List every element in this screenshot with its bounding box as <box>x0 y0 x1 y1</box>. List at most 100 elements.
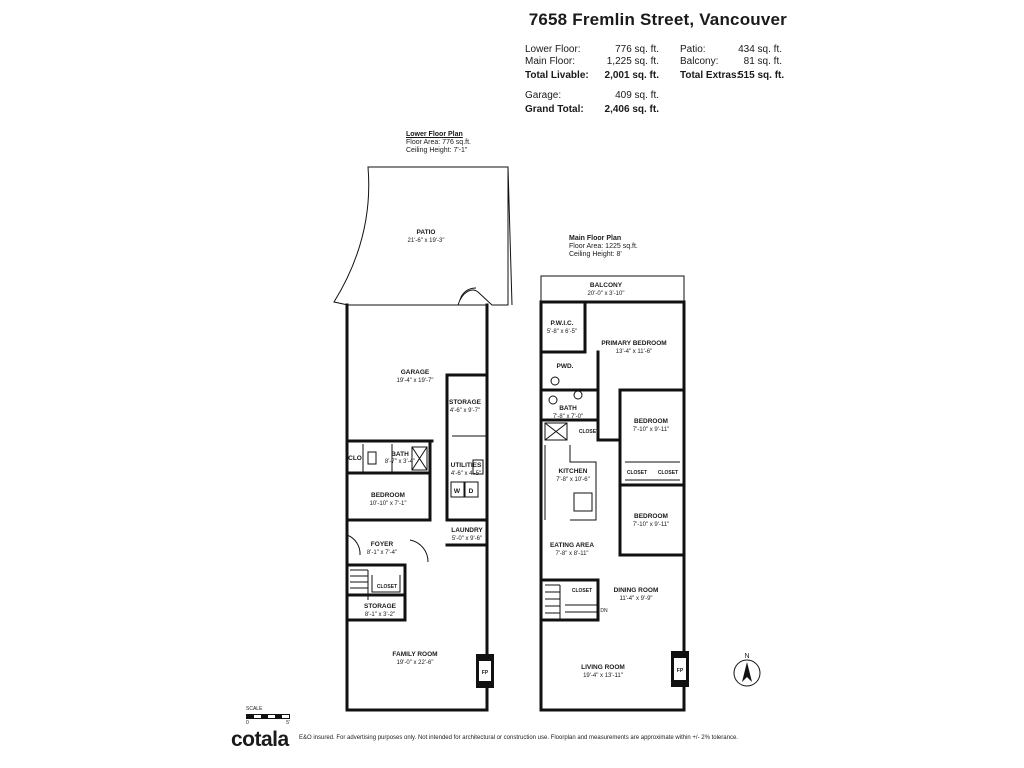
stair-walls <box>539 578 600 622</box>
total-extras-label: Total Extras: <box>680 70 740 81</box>
balcony-outline <box>540 275 685 303</box>
scale-graphic <box>246 714 290 719</box>
bedroom-label: BEDROOM <box>371 492 405 499</box>
patio-label: PATIO <box>417 229 436 236</box>
primary-bedroom-dims: 13'-4" x 11'-6" <box>616 349 652 355</box>
dryer <box>464 481 479 498</box>
lower-outer-walls <box>345 303 489 712</box>
balcony-dims: 20'-0" x 3'-10" <box>588 291 625 297</box>
lower-stairs <box>350 569 369 600</box>
storage-dims: 8'-1" x 3'-2" <box>365 612 395 618</box>
patio-door-swing <box>459 287 477 301</box>
bedroom-closets <box>625 461 680 481</box>
balcony-value: 81 sq. ft. <box>743 56 782 67</box>
bedroom-1-label: BEDROOM <box>634 418 668 425</box>
main-floor-value: 1,225 sq. ft. <box>606 56 659 67</box>
bath-sink-main <box>573 390 583 400</box>
fireplace-lower-inner <box>479 661 491 681</box>
eating-area-label: EATING AREA <box>550 542 594 549</box>
disclaimer-text: E&O insured. For advertising purposes on… <box>299 735 738 741</box>
total-livable-value: 2,001 sq. ft. <box>604 70 659 81</box>
lower-floor-row: Lower Floor: 776 sq. ft. <box>525 44 659 56</box>
compass-icon: N <box>733 653 761 687</box>
total-extras-row: Total Extras: 515 sq. ft. <box>680 70 785 82</box>
bedroom-walls-main <box>618 388 686 557</box>
bath-dims: 8'-7" x 3'-4" <box>385 459 415 465</box>
pwic-label: P.W.I.C. <box>551 320 574 327</box>
main-floor-plan <box>539 275 689 712</box>
kitchen-counters <box>544 445 597 521</box>
total-extras-value: 515 sq. ft. <box>738 70 785 81</box>
bath-toilet-main <box>548 395 558 405</box>
foyer-dims: 8'-1" x 7'-4" <box>367 550 397 556</box>
kitchen-label: KITCHEN <box>559 468 588 475</box>
lower-floor-value: 776 sq. ft. <box>615 44 659 55</box>
scale-end: 5' <box>286 720 290 726</box>
area-summary-right: Patio: 434 sq. ft. Balcony: 81 sq. ft. T… <box>680 44 785 82</box>
storage-garage-label: STORAGE <box>449 399 482 406</box>
utilities-label: UTILITIES <box>451 462 482 469</box>
bath-label: BATH <box>391 451 409 458</box>
pwic-walls <box>539 300 587 354</box>
fireplace-main-inner <box>674 658 686 680</box>
family-room-dims: 19'-0" x 22'-6" <box>397 660 434 666</box>
dining-room-label: DINING ROOM <box>614 587 659 594</box>
main-floor-area: Floor Area: 1225 sq.ft. <box>569 243 638 250</box>
washer-label: W <box>454 488 461 495</box>
area-summary-left: Lower Floor: 776 sq. ft. Main Floor: 1,2… <box>525 44 659 116</box>
main-stairs <box>545 584 598 620</box>
family-room-label: FAMILY ROOM <box>392 651 437 658</box>
patio-row: Patio: 434 sq. ft. <box>680 44 782 56</box>
clo-label: CLO <box>348 455 362 462</box>
main-floor-label: Main Floor: <box>525 56 576 67</box>
main-floor-heading: Main Floor Plan Floor Area: 1225 sq.ft. … <box>569 235 638 259</box>
scale-label: SCALE <box>246 706 263 712</box>
kitchen-sink <box>573 492 593 512</box>
property-address: 7658 Fremlin Street, Vancouver <box>528 10 787 29</box>
bath-sink <box>367 451 377 465</box>
garage-dims: 19'-4" x 19'-7" <box>397 378 434 384</box>
lower-floor-area: Floor Area: 776 sq.ft. <box>406 139 471 146</box>
total-livable-row: Total Livable: 2,001 sq. ft. <box>525 70 659 82</box>
bedroom-dims: 10'-10" x 7'-1" <box>370 501 407 507</box>
patio-value: 434 sq. ft. <box>738 44 782 55</box>
balcony-label: Balcony: <box>680 56 719 67</box>
closet-2-label: CLOSET <box>658 470 678 476</box>
foyer-door-swing <box>346 534 361 556</box>
dryer-label: D <box>469 488 474 495</box>
dn-label: DN <box>600 608 608 614</box>
patio-dims: 21'-6" x 19'-3" <box>408 238 445 244</box>
lower-floor-plan-title: Lower Floor Plan <box>406 131 463 138</box>
bath-main-label: BATH <box>559 405 577 412</box>
scale-bar: SCALE 0 5' <box>246 706 290 726</box>
main-floor-ceiling: Ceiling Height: 8' <box>569 251 622 258</box>
patio-outline <box>333 166 509 306</box>
kitchen-dims: 7'-8" x 10'-6" <box>556 477 590 483</box>
total-livable-label: Total Livable: <box>525 70 589 81</box>
bedroom-2-label: BEDROOM <box>634 513 668 520</box>
pwd-toilet <box>550 376 560 386</box>
bath-partitions <box>362 444 393 473</box>
lower-floor-heading: Lower Floor Plan Floor Area: 776 sq.ft. … <box>406 131 471 155</box>
foyer-label: FOYER <box>371 541 394 548</box>
grand-total-value: 2,406 sq. ft. <box>604 104 659 115</box>
bath-shower-main <box>544 422 568 441</box>
grand-total-label: Grand Total: <box>525 104 584 115</box>
patio-edge <box>507 166 513 306</box>
main-floor-row: Main Floor: 1,225 sq. ft. <box>525 56 659 68</box>
living-room-dims: 19'-4" x 13'-11" <box>583 673 623 679</box>
garage-label: GARAGE <box>401 369 430 376</box>
utility-tank <box>472 459 484 475</box>
eating-area-dims: 7'-8" x 8'-11" <box>555 551 588 557</box>
utilities-dims: 4'-6" x 4'-5" <box>451 471 481 477</box>
scale-start: 0 <box>246 720 249 726</box>
patio-label: Patio: <box>680 44 706 55</box>
compass-north-label: N <box>744 653 749 660</box>
storage-garage-dims: 4'-6" x 9'-7" <box>450 408 480 414</box>
garage-row: Garage: 409 sq. ft. <box>525 90 659 102</box>
brand-logo: cotala <box>231 728 289 751</box>
fp-lower-label: FP <box>482 670 489 676</box>
washer <box>450 481 465 498</box>
bedroom-1-dims: 7'-10" x 9'-11" <box>633 427 669 433</box>
